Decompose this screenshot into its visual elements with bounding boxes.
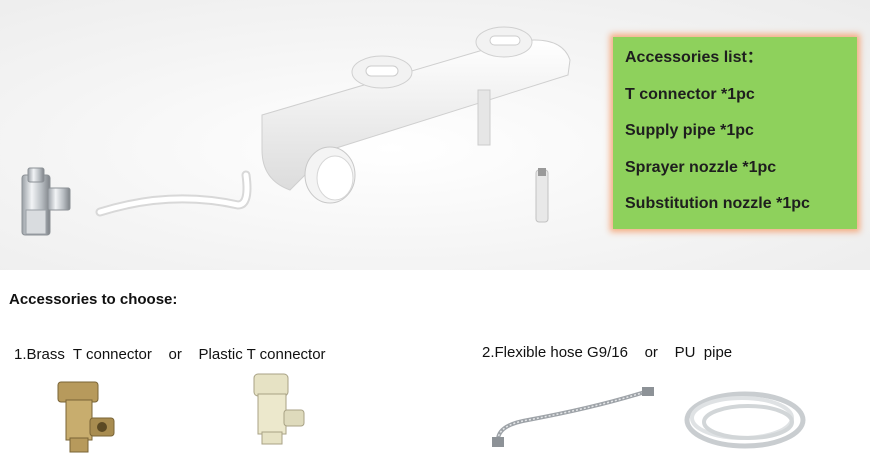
bidet-body-image xyxy=(261,26,571,204)
accessory-item: Supply pipe *1pc xyxy=(625,122,754,139)
product-illustration xyxy=(21,26,571,236)
accessory-item: Sprayer nozzle *1pc xyxy=(625,158,777,176)
flexible-hose-image xyxy=(492,387,654,447)
t-connector-image xyxy=(21,167,71,236)
brass-t-connector-image xyxy=(57,381,115,453)
plastic-t-connector-image xyxy=(253,373,305,445)
accessory-item: Substitution nozzle *1pc xyxy=(625,195,810,212)
accessories-to-choose-title: Accessories to choose: xyxy=(9,291,178,308)
accessories-list-box: Accessories list： T connector *1pc Suppl… xyxy=(613,37,857,229)
option-t-connector-label: 1.Brass T connector or Plastic T connect… xyxy=(14,346,326,363)
pu-pipe-image xyxy=(684,391,806,449)
sprayer-nozzle-image xyxy=(535,168,549,223)
accessories-list-title: Accessories list： xyxy=(625,49,763,66)
option-hose-label: 2.Flexible hose G9/16 or PU pipe xyxy=(482,344,733,361)
accessory-item: T connector *1pc xyxy=(625,85,755,103)
